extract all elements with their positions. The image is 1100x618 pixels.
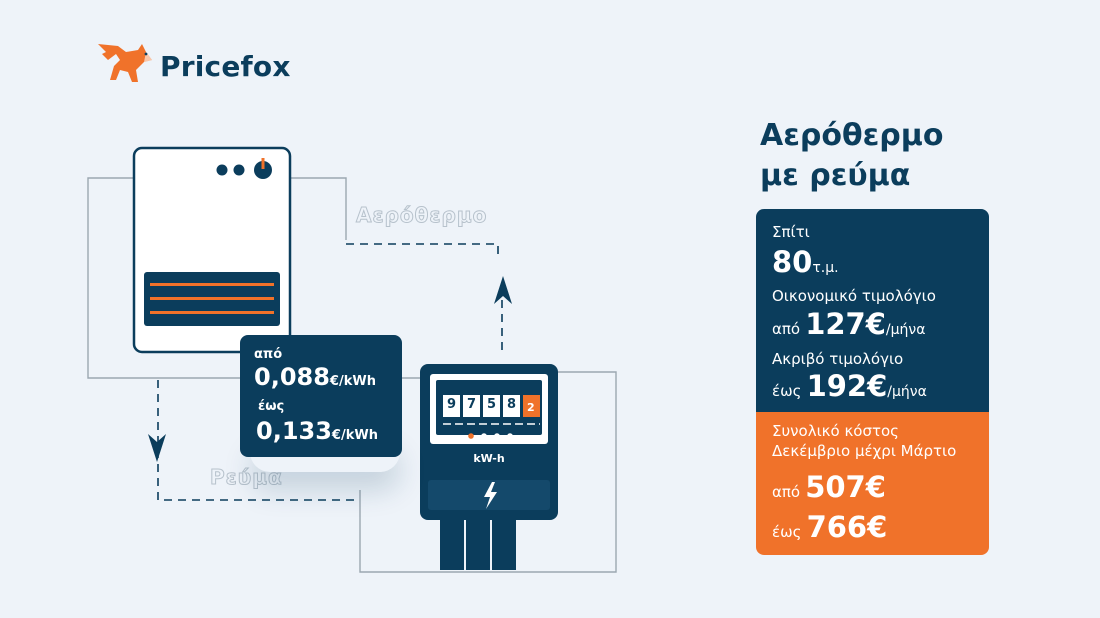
rate-from: 0,088€/kWh — [254, 363, 376, 391]
info-card-bottom: Συνολικό κόστος Δεκέμβριο μέχρι Μάρτιο α… — [756, 412, 989, 555]
heater-label: Αερόθερμο — [355, 203, 488, 228]
area-unit: τ.μ. — [812, 260, 839, 276]
cheap-tariff-price: από 127€/μήνα — [772, 307, 925, 341]
rate-from-word: από — [254, 347, 283, 362]
expensive-tariff-label: Ακριβό τιμολόγιο — [772, 350, 904, 368]
cheap-tariff-label: Οικονομικό τιμολόγιο — [772, 287, 936, 305]
title-line-1: Αερόθερμο — [760, 118, 944, 153]
lightning-icon — [484, 482, 497, 509]
expensive-prefix: έως — [772, 382, 802, 400]
expensive-unit: /μήνα — [887, 384, 927, 400]
total-from: από 507€ — [772, 470, 886, 504]
meter-unit-label: kW-h — [473, 452, 505, 465]
total-from-prefix: από — [772, 483, 801, 501]
rate-from-value: 0,088 — [254, 363, 330, 391]
power-label: Ρεύμα — [210, 465, 283, 490]
title-line-2: με ρεύμα — [760, 158, 911, 193]
cheap-value: 127€ — [805, 307, 886, 341]
connector-lines — [87, 177, 617, 573]
cheap-unit: /μήνα — [885, 322, 926, 338]
rate-to: 0,133€/kWh — [256, 417, 378, 445]
expensive-tariff-price: έως 192€/μήνα — [772, 369, 927, 403]
fox-icon — [98, 44, 152, 82]
total-to: έως 766€ — [772, 510, 887, 544]
meter-digit: 9 — [447, 397, 457, 412]
meter-digit: 2 — [527, 401, 535, 414]
arrow-up-icon — [494, 276, 512, 304]
arrow-down-icon — [148, 434, 166, 462]
brand-name: Pricefox — [160, 50, 291, 83]
total-label-2: Δεκέμβριο μέχρι Μάρτιο — [772, 442, 957, 460]
cheap-prefix: από — [772, 320, 801, 338]
home-label: Σπίτι — [772, 223, 810, 241]
total-to-prefix: έως — [772, 523, 802, 541]
info-card-top: Σπίτι 80τ.μ. Οικονομικό τιμολόγιο από 12… — [756, 209, 989, 412]
rate-from-unit: €/kWh — [329, 374, 376, 389]
total-to-value: 766€ — [806, 510, 888, 544]
total-from-value: 507€ — [805, 470, 886, 504]
logo: Pricefox — [96, 40, 290, 86]
rate-to-unit: €/kWh — [331, 428, 378, 443]
rate-badge: από 0,088€/kWh έως 0,133€/kWh — [240, 335, 402, 457]
meter-digit: 5 — [487, 397, 497, 412]
expensive-value: 192€ — [806, 369, 888, 403]
dashed-flow — [157, 243, 503, 501]
area: 80τ.μ. — [772, 245, 839, 279]
meter-digits: 9 7 5 8 2 — [443, 397, 543, 417]
rate-to-value: 0,133 — [256, 417, 332, 445]
rate-to-word: έως — [258, 399, 285, 414]
meter-digit: 7 — [467, 397, 477, 412]
meter-digit: 8 — [507, 397, 517, 412]
heater-illustration — [132, 146, 292, 354]
page-title: Αερόθερμο με ρεύμα — [760, 116, 1040, 196]
diagram — [87, 146, 617, 573]
total-label-1: Συνολικό κόστος — [772, 422, 899, 440]
electricity-meter-illustration — [420, 364, 558, 570]
area-value: 80 — [772, 245, 813, 279]
